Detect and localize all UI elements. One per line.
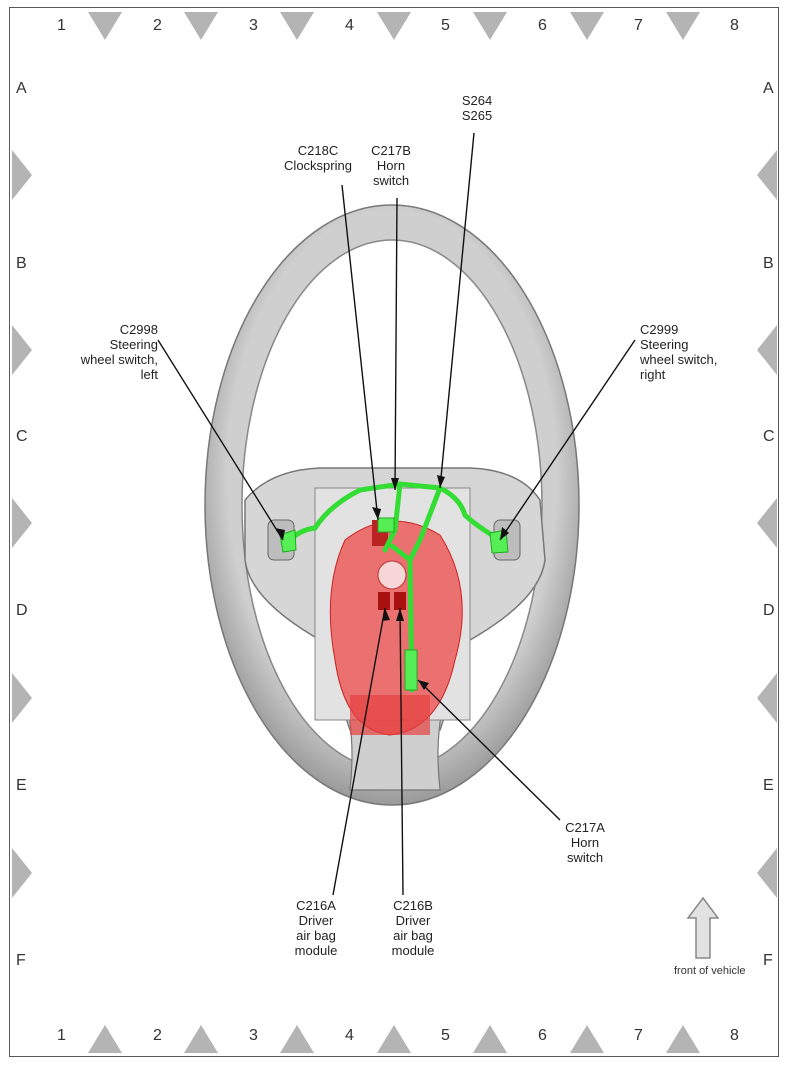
callout-c218c-line2: Clockspring bbox=[284, 158, 352, 173]
callout-c217b-line3: switch bbox=[372, 173, 410, 188]
grid-col-1-bottom: 1 bbox=[57, 1027, 66, 1044]
grid-row-d-right: D bbox=[763, 602, 775, 619]
callout-c2999-line2: Steering bbox=[640, 337, 689, 352]
grid-row-e-right: E bbox=[763, 777, 774, 794]
grid-row-c-right: C bbox=[763, 428, 775, 445]
grid-markers-bottom bbox=[88, 1025, 700, 1053]
grid-row-e-left: E bbox=[16, 777, 27, 794]
callout-c216a-line2: Driver bbox=[298, 913, 334, 928]
callout-c2998-code: C2998 bbox=[119, 322, 158, 337]
grid-col-4-bottom: 4 bbox=[345, 1027, 354, 1044]
callout-c217a-line2: Horn bbox=[570, 835, 600, 850]
grid-markers-top bbox=[88, 12, 700, 40]
wiring-harness bbox=[287, 481, 503, 693]
leader-lines bbox=[157, 132, 636, 896]
callout-c216b-code: C216B bbox=[393, 898, 433, 913]
grid-col-8-top: 8 bbox=[730, 17, 739, 34]
diagram-frame bbox=[9, 7, 779, 1057]
grid-row-a-right: A bbox=[763, 80, 774, 97]
grid-row-c-left: C bbox=[16, 428, 28, 445]
harness-connectors bbox=[279, 517, 509, 691]
grid-row-b-right: B bbox=[763, 255, 774, 272]
grid-col-5-bottom: 5 bbox=[441, 1027, 450, 1044]
callout-c218c-code: C218C bbox=[297, 143, 339, 158]
grid-col-3-top: 3 bbox=[249, 17, 258, 34]
callout-s264: S264 S265 bbox=[462, 93, 492, 123]
callout-c216b: C216B Driver air bag module bbox=[392, 898, 435, 958]
front-of-vehicle-arrow-icon bbox=[686, 896, 720, 959]
grid-row-f-right: F bbox=[763, 952, 773, 969]
grid-col-6-top: 6 bbox=[538, 17, 547, 34]
grid-col-5-top: 5 bbox=[441, 17, 450, 34]
callout-c217a-line3: switch bbox=[566, 850, 604, 865]
callout-c216a-line4: module bbox=[294, 943, 338, 958]
grid-row-d-left: D bbox=[16, 602, 28, 619]
callout-c217b-code: C217B bbox=[371, 143, 411, 158]
grid-col-4-top: 4 bbox=[345, 17, 354, 34]
callout-c218c: C218C Clockspring bbox=[284, 143, 352, 173]
callout-c216b-line3: air bag bbox=[393, 928, 433, 943]
callout-c2998-line3: wheel switch, bbox=[80, 352, 158, 367]
grid-col-2-top: 2 bbox=[153, 17, 162, 34]
steering-wheel bbox=[204, 204, 580, 806]
callout-c2998-line4: left bbox=[140, 367, 158, 382]
callout-c216b-line2: Driver bbox=[395, 913, 431, 928]
callout-c217a-code: C217A bbox=[565, 820, 605, 835]
leader-arrowheads bbox=[275, 475, 509, 690]
callout-c2998-line2: Steering bbox=[109, 337, 158, 352]
callout-c2998: C2998 Steering wheel switch, left bbox=[81, 322, 158, 382]
grid-row-a-left: A bbox=[16, 80, 27, 97]
callout-c2999-code: C2999 bbox=[640, 322, 679, 337]
callout-s265-code: S265 bbox=[461, 108, 493, 123]
grid-markers-left bbox=[12, 150, 32, 898]
grid-row-b-left: B bbox=[16, 255, 27, 272]
driver-air-bag-module bbox=[329, 520, 463, 736]
callout-c216b-line4: module bbox=[391, 943, 435, 958]
callout-c2999: C2999 Steering wheel switch, right bbox=[640, 322, 717, 382]
grid-col-3-bottom: 3 bbox=[249, 1027, 258, 1044]
front-of-vehicle-label: front of vehicle bbox=[674, 965, 746, 977]
grid-col-7-bottom: 7 bbox=[634, 1027, 643, 1044]
callout-c2999-line3: wheel switch, bbox=[640, 352, 718, 367]
grid-col-7-top: 7 bbox=[634, 17, 643, 34]
callout-c217b-line2: Horn bbox=[376, 158, 406, 173]
callout-c2999-line4: right bbox=[640, 367, 666, 382]
grid-markers-right bbox=[757, 150, 777, 898]
callout-s264-code: S264 bbox=[461, 93, 493, 108]
grid-col-6-bottom: 6 bbox=[538, 1027, 547, 1044]
callout-c216a-code: C216A bbox=[296, 898, 336, 913]
callout-c217a: C217A Horn switch bbox=[565, 820, 605, 865]
grid-row-f-left: F bbox=[16, 952, 26, 969]
callout-c216a: C216A Driver air bag module bbox=[295, 898, 338, 958]
callout-c217b: C217B Horn switch bbox=[371, 143, 411, 188]
grid-col-8-bottom: 8 bbox=[730, 1027, 739, 1044]
callout-c216a-line3: air bag bbox=[296, 928, 336, 943]
grid-col-2-bottom: 2 bbox=[153, 1027, 162, 1044]
grid-col-1-top: 1 bbox=[57, 17, 66, 34]
